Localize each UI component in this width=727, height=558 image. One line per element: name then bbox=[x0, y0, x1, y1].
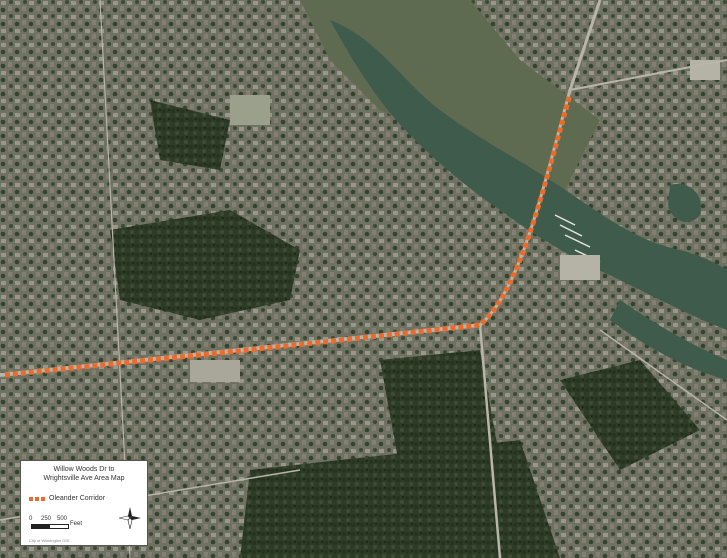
map-legend: Willow Woods Dr to Wrightsville Ave Area… bbox=[20, 460, 148, 546]
scale-tick-250: 250 bbox=[41, 516, 52, 522]
forest-patch-north bbox=[150, 100, 230, 170]
forest-patch-south bbox=[240, 440, 560, 558]
forest-patch-east bbox=[560, 360, 700, 470]
legend-title-line2: Wrightsville Ave Area Map bbox=[43, 475, 125, 482]
waterway-branch bbox=[610, 300, 727, 380]
legend-title: Willow Woods Dr to Wrightsville Ave Area… bbox=[21, 465, 147, 483]
corridor-swatch bbox=[29, 496, 45, 501]
legend-item-corridor: Oleander Corridor bbox=[29, 495, 105, 502]
corridor-label: Oleander Corridor bbox=[49, 495, 106, 502]
waterway bbox=[330, 20, 727, 330]
oleander-corridor-route bbox=[4, 94, 573, 378]
scale-unit: Feet bbox=[70, 521, 83, 527]
building bbox=[560, 255, 600, 280]
scale-graphic bbox=[31, 524, 69, 529]
scale-bar: 0 250 500 Feet bbox=[29, 516, 109, 536]
scale-tick-0: 0 bbox=[29, 516, 33, 522]
building bbox=[230, 95, 270, 125]
building bbox=[190, 360, 240, 382]
forest-patch-west bbox=[110, 210, 300, 320]
compass-rose-icon bbox=[119, 507, 141, 529]
legend-title-line1: Willow Woods Dr to bbox=[53, 466, 115, 473]
forest-patch-center bbox=[380, 350, 500, 470]
map-credit: City of Wilmington GIS bbox=[29, 538, 70, 543]
pond bbox=[668, 184, 701, 223]
scale-tick-500: 500 bbox=[57, 516, 68, 522]
